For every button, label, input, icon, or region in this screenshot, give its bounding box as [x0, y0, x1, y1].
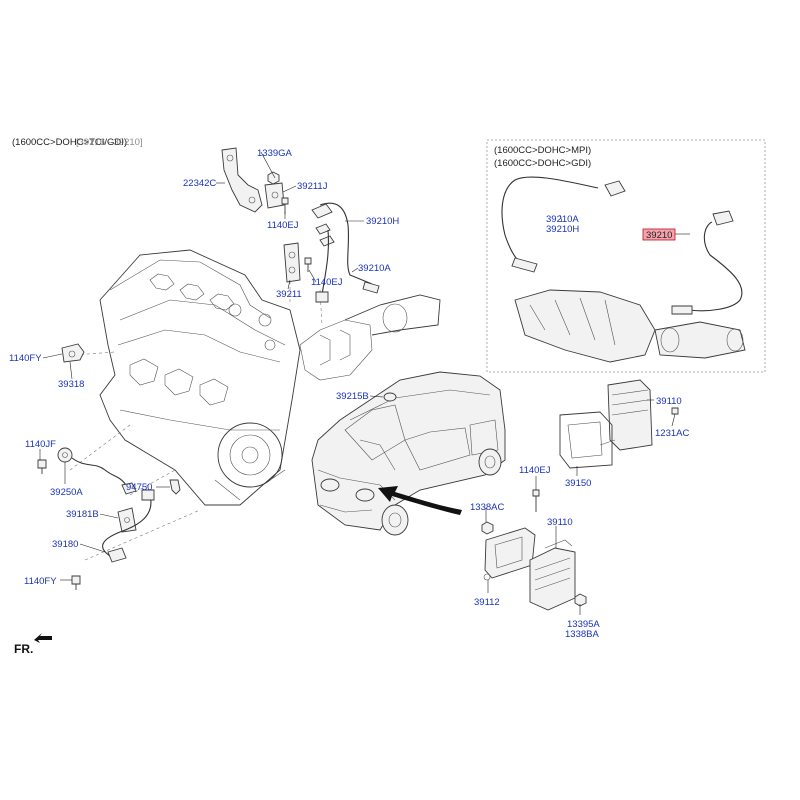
nut-13395A: [574, 593, 587, 607]
label-1140JF: 1140JF: [25, 439, 56, 450]
sensor-39215B: [383, 392, 397, 402]
ecu-39110-top: [607, 379, 653, 451]
label-1338AC: 1338AC: [470, 502, 504, 513]
bolt-1140FY-b: [71, 575, 81, 590]
bracket-39112: [483, 527, 536, 581]
bolt-1231AC: [671, 407, 679, 415]
engine-block: [99, 249, 441, 506]
bolt-1140EJ-a: [281, 197, 289, 214]
label-39318: 39318: [58, 379, 84, 390]
label-39181B: 39181B: [66, 509, 99, 520]
variant-box: [486, 139, 766, 373]
label-39150: 39150: [565, 478, 591, 489]
label-1338BA: 1338BA: [565, 629, 599, 640]
label-39112: 39112: [474, 597, 500, 608]
bracket-39211: [283, 242, 301, 283]
label-1140EJ-c: 1140EJ: [519, 465, 551, 476]
front-direction-label: FR.: [14, 642, 33, 656]
sensor-39318: [61, 343, 85, 363]
bolt-1140EJ-b: [304, 257, 312, 272]
label-39110-top: 39110: [656, 396, 682, 407]
variant-header-left: (1600CC>DOHC>TCI/GDI): [12, 137, 127, 148]
bolt-1140JF: [37, 459, 47, 474]
label-39250A: 39250A: [50, 487, 83, 498]
label-39210-highlight[interactable]: 39210: [646, 230, 672, 241]
catalytic-manifold: [514, 289, 746, 363]
label-22342C: 22342C: [183, 178, 216, 189]
label-39211J: 39211J: [297, 181, 328, 192]
variant-header-gdi: (1600CC>DOHC>GDI): [494, 158, 591, 169]
label-39210H: 39210H: [366, 216, 399, 227]
label-1140EJ-a: 1140EJ: [267, 220, 299, 231]
oxygen-sensor-39210H: [311, 202, 380, 294]
label-94750: 94750: [126, 482, 152, 493]
label-1339GA: 1339GA: [257, 148, 293, 159]
vehicle-illustration: [311, 371, 506, 536]
oxygen-sensor-39210A-box: [501, 176, 626, 273]
bracket-39150: [559, 411, 616, 469]
bracket-22342C: [221, 147, 263, 213]
label-1140FY-a: 1140FY: [9, 353, 42, 364]
label-1140EJ-b: 1140EJ: [311, 277, 343, 288]
nut-1338AC: [481, 521, 494, 535]
label-39210H-box: 39210H: [546, 224, 579, 235]
sensor-94750: [169, 479, 181, 495]
label-39180: 39180: [52, 539, 78, 550]
bracket-39181B: [117, 507, 137, 533]
label-39110-bottom: 39110: [547, 517, 573, 528]
label-1231AC: 1231AC: [655, 428, 689, 439]
variant-header-overlap: [39216 - 39210]: [76, 137, 143, 148]
highlight-39210[interactable]: [642, 228, 676, 241]
label-39210A-box: 39210A: [546, 214, 579, 225]
variant-header-mpi: (1600CC>DOHC>MPI): [494, 145, 591, 156]
label-39215B: 39215B: [336, 391, 369, 402]
arrow-left-down-icon: [34, 633, 52, 643]
bolt-1140EJ-c: [532, 489, 540, 512]
oxygen-sensor-39210-highlighted: [671, 210, 743, 315]
label-39210A-left: 39210A: [358, 263, 391, 274]
ecu-39110-bottom: [529, 539, 576, 611]
knock-sensor-39250A: [57, 447, 137, 495]
label-13395A: 13395A: [567, 619, 600, 630]
label-39211: 39211: [276, 289, 302, 300]
label-1140FY-b: 1140FY: [24, 576, 57, 587]
oxygen-sensor-39210A-left: [315, 229, 329, 303]
bracket-39211J: [264, 182, 285, 209]
crank-sensor-39180: [102, 489, 155, 563]
nut-1339GA: [267, 171, 280, 185]
location-arrow-icon: [378, 486, 462, 515]
